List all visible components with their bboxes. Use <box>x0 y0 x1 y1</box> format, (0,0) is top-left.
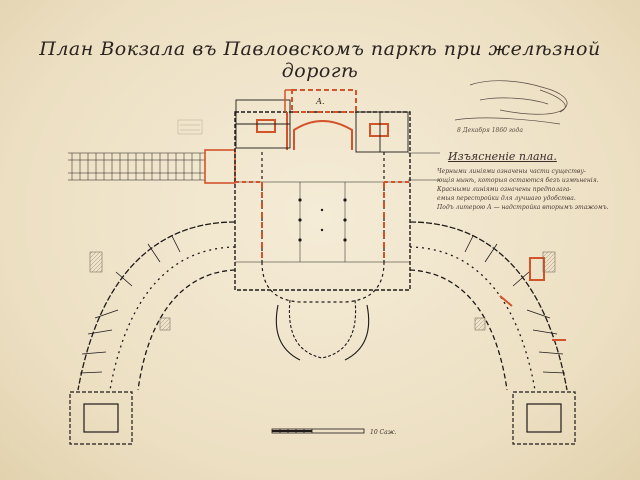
pencil-sketch <box>177 119 203 135</box>
left-platform <box>68 152 205 181</box>
scale-bar <box>271 428 365 434</box>
legend-line-4: емыя перестройки для лучшаго удобства. <box>437 195 576 202</box>
red-alterations <box>235 89 410 260</box>
left-platform-posts <box>71 153 201 180</box>
main-hall <box>234 111 411 291</box>
date-note: 8 Декабря 1860 года <box>457 127 523 134</box>
outer-steps <box>89 251 556 331</box>
plan-title: План Вокзала въ Павловскомъ паркѣ при же… <box>39 38 601 82</box>
left-wing-partitions <box>79 235 181 374</box>
right-end-pavilion <box>512 391 576 445</box>
legend-line-5: Подъ литерою А — надстройка вторымъ этаж… <box>437 204 609 211</box>
legend-line-2: ющія нынѣ, которыя остаются безъ измѣнен… <box>437 177 599 184</box>
right-curved-wing <box>409 221 568 391</box>
room-letter-a: А. <box>315 97 325 106</box>
left-end-pavilion <box>69 391 133 445</box>
legend-heading: Изъясненіе плана. <box>448 150 557 163</box>
left-curved-wing <box>77 221 236 391</box>
hall-columns <box>298 198 347 242</box>
scale-label: 10 Саж. <box>370 429 397 436</box>
apse <box>275 299 370 361</box>
legend-line-3: Красными линіями означены предполага- <box>437 186 572 193</box>
red-connector-left <box>204 149 236 184</box>
side-wings <box>235 99 409 153</box>
red-room-top <box>284 89 292 112</box>
right-wing-partitions <box>464 235 566 374</box>
signature-flourish <box>454 80 568 125</box>
legend-line-1: Черными линіями означены части существу- <box>437 168 586 175</box>
right-platform <box>408 152 440 181</box>
right-wing-red-segments <box>499 257 566 341</box>
main-hall-grid <box>235 181 410 263</box>
main-hall-inner <box>261 152 385 303</box>
